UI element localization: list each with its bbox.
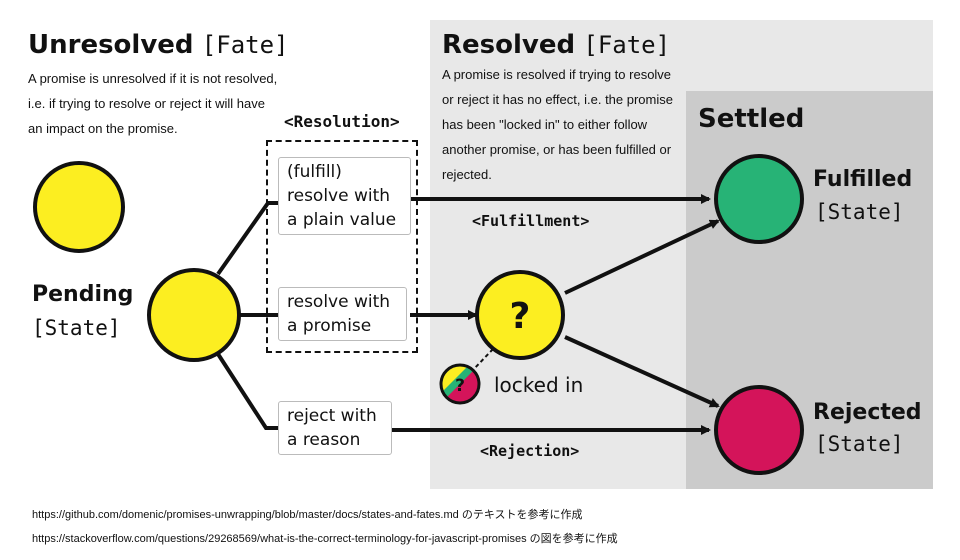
unknown-symbol: ? (510, 296, 531, 337)
fulfillment-label: <Fulfillment> (472, 212, 590, 230)
action-reject: reject with a reason (278, 401, 392, 455)
fulfilled-label: Fulfilled (813, 167, 913, 192)
rejection-label: <Rejection> (480, 442, 580, 460)
resolved-description: A promise is resolved if trying to resol… (442, 62, 673, 187)
description-line: another promise, or has been fulfilled o… (442, 142, 672, 157)
action-line: a reason (287, 430, 361, 450)
pending-label: Pending (32, 282, 134, 307)
resolution-group (266, 140, 418, 353)
action-resolve-promise: resolve with a promise (278, 287, 407, 341)
arrow-unknown-to-rejected (564, 335, 720, 408)
locked-in-link (471, 348, 494, 372)
resolution-label: <Resolution> (284, 112, 400, 131)
fulfilled-circle (714, 154, 804, 244)
locked-in-label: locked in (494, 373, 584, 397)
footer-source-link-1: https://github.com/domenic/promises-unwr… (32, 509, 583, 521)
resolved-subtitle: [Fate] (583, 31, 671, 59)
locked-in-badge: ? (439, 363, 481, 405)
rejected-circle (714, 385, 804, 475)
unresolved-title: Unresolved (28, 30, 194, 60)
description-line: or reject it has no effect, i.e. the pro… (442, 92, 673, 107)
action-line: a plain value (287, 210, 397, 230)
rejected-state-label: [State] (815, 432, 904, 456)
action-fulfill: (fulfill) resolve with a plain value (278, 157, 411, 235)
settled-title: Settled (698, 104, 805, 134)
description-line: an impact on the promise. (28, 121, 178, 136)
unresolved-circle (33, 161, 125, 253)
rejected-label: Rejected (813, 400, 922, 425)
arrow-unknown-to-fulfilled (564, 219, 720, 295)
action-line: (fulfill) (287, 162, 342, 182)
fulfilled-state-label: [State] (815, 200, 904, 224)
description-line: A promise is unresolved if it is not res… (28, 71, 278, 86)
description-line: i.e. if trying to resolve or reject it w… (28, 96, 265, 111)
unknown-circle (475, 270, 565, 360)
action-line: resolve with (287, 292, 391, 312)
action-line: resolve with (287, 186, 391, 206)
action-line: a promise (287, 316, 372, 336)
unresolved-description: A promise is unresolved if it is not res… (28, 66, 277, 141)
edge-pending-to-reject (216, 352, 280, 430)
description-line: rejected. (442, 167, 492, 182)
footer-source-link-2: https://stackoverflow.com/questions/2926… (32, 533, 618, 545)
resolved-heading: Resolved [Fate] (442, 30, 670, 60)
description-line: A promise is resolved if trying to resol… (442, 67, 672, 82)
description-line: has been "locked in" to either follow (442, 117, 648, 132)
pending-circle (147, 268, 241, 362)
unresolved-subtitle: [Fate] (201, 31, 289, 59)
pending-state-label: [State] (32, 316, 121, 340)
unresolved-heading: Unresolved [Fate] (28, 30, 289, 60)
resolved-title: Resolved (442, 30, 576, 60)
action-line: reject with (287, 406, 377, 426)
edge-pending-to-fulfill (216, 201, 280, 276)
locked-in-badge-symbol: ? (455, 376, 465, 396)
